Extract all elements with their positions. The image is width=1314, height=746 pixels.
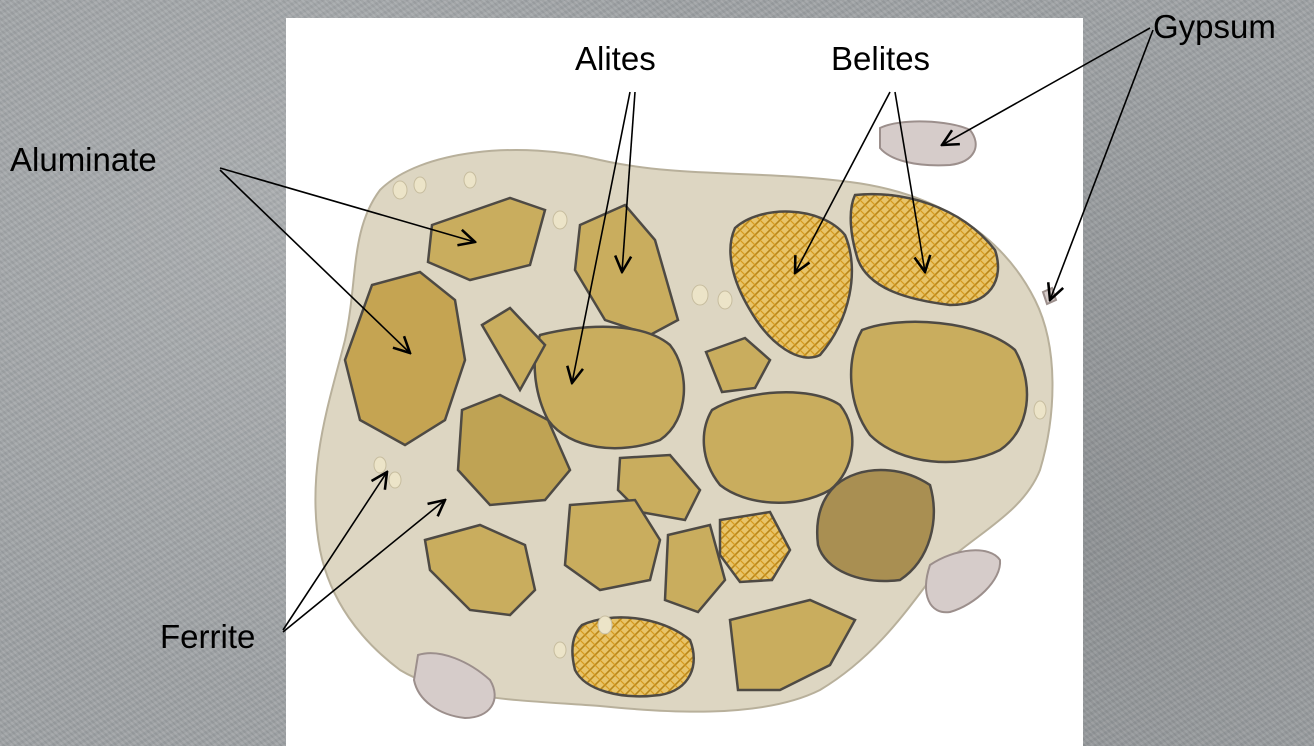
gypsum-arrow-2 [1050,30,1153,300]
grain-right-oval [851,322,1027,462]
gypsum-particle-top [880,121,976,165]
label-alites: Alites [575,42,656,75]
grain-dark-right [817,470,934,581]
belite-grain-bottom [572,617,693,696]
alite-grain-middle [535,327,684,448]
gypsum-arrow-1 [942,28,1150,145]
label-ferrite: Ferrite [160,620,255,653]
label-gypsum: Gypsum [1153,10,1276,43]
grain-center-oval [704,392,853,502]
label-aluminate: Aluminate [10,143,157,176]
label-belites: Belites [831,42,930,75]
gypsum-particle-right [926,550,1000,612]
